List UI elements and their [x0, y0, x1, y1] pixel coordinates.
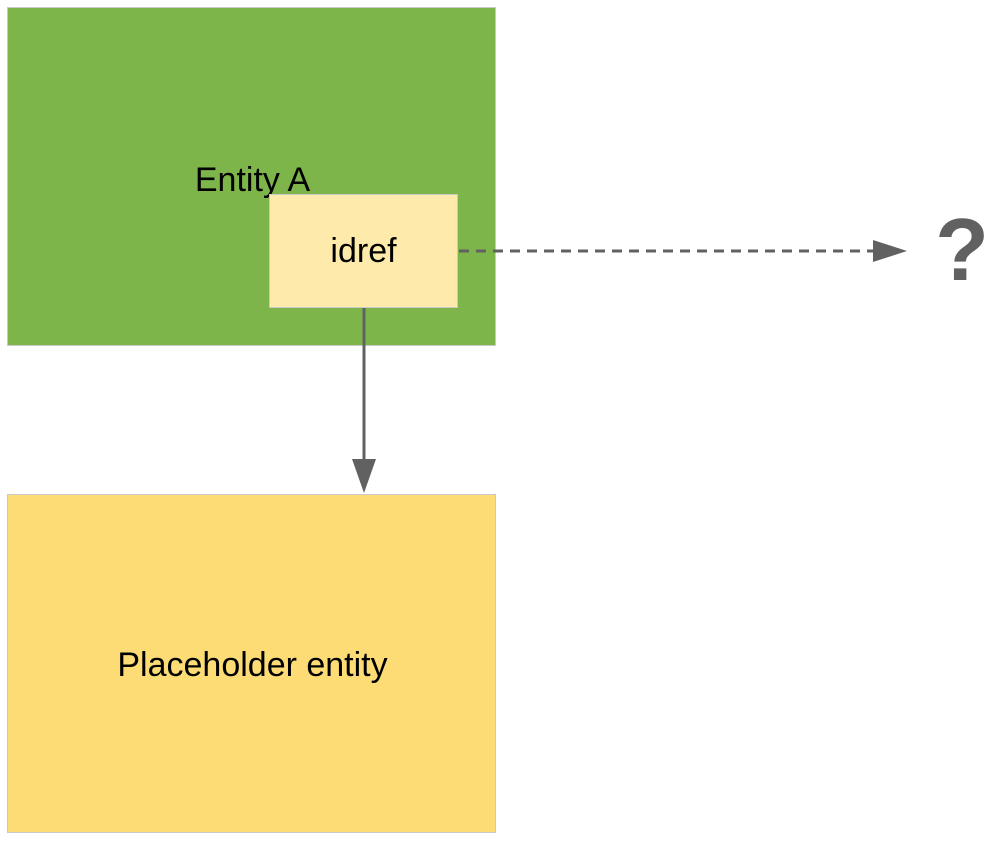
- idref-label: idref: [330, 232, 397, 270]
- entity-a-box: Entity A: [7, 7, 496, 346]
- entity-a-label: Entity A: [194, 161, 311, 199]
- idref-box: idref: [269, 194, 458, 308]
- dashed-arrow-head: [873, 240, 907, 262]
- unresolved-target-question-mark: ?: [935, 200, 989, 299]
- placeholder-entity-label: Placeholder entity: [117, 646, 388, 684]
- solid-arrow-head: [352, 459, 376, 493]
- placeholder-entity-box: Placeholder entity: [7, 494, 496, 833]
